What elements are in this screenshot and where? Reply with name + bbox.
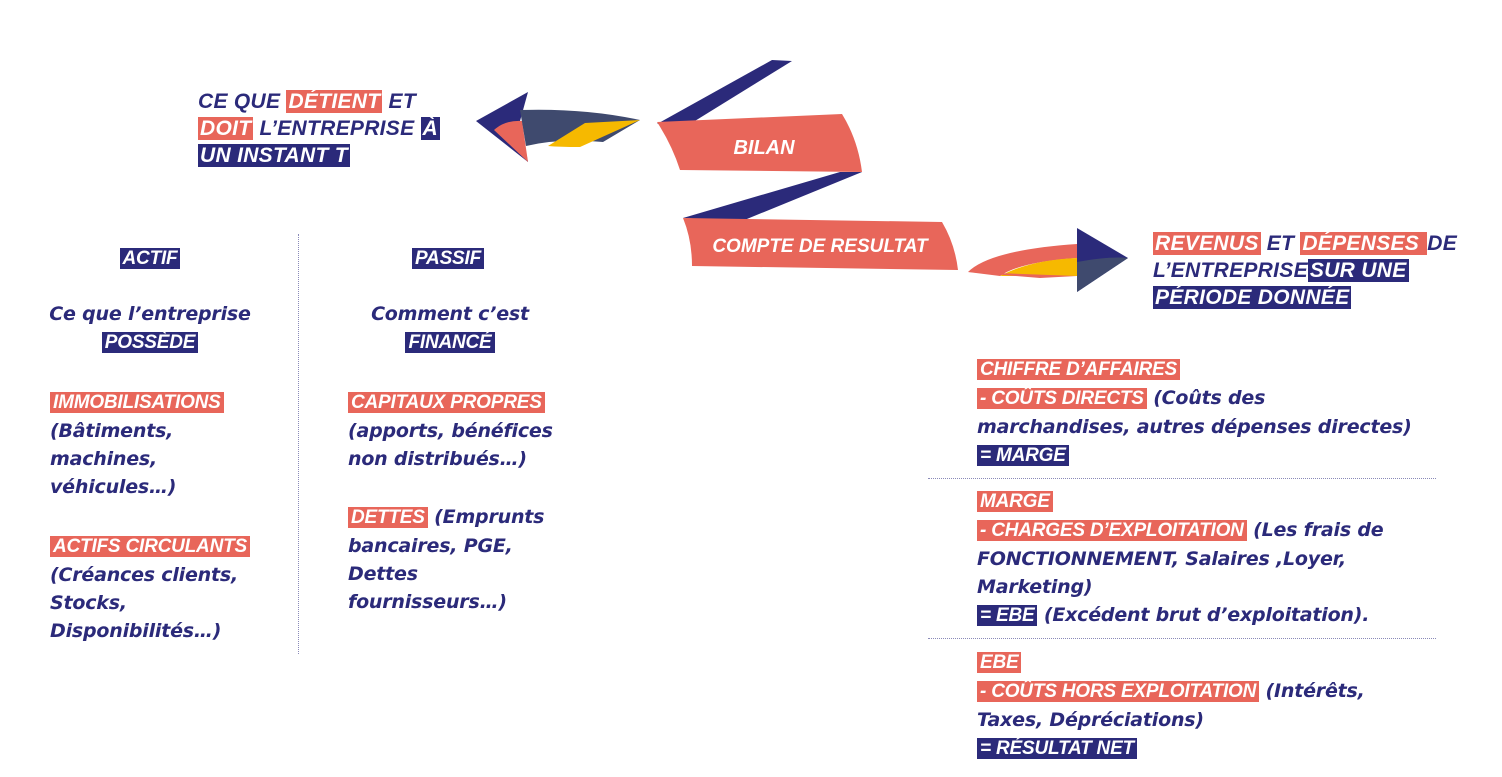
- caption-text: ET: [382, 90, 416, 113]
- charges-exploitation-label: - CHARGES D’EXPLOITATION: [977, 520, 1247, 541]
- block-resultat-net: EBE - COÛTS HORS EXPLOITATION (Intérêts,…: [977, 648, 1365, 763]
- highlight-a: À: [420, 117, 441, 140]
- detail-line: (apports, bénéfices: [348, 420, 553, 442]
- actif-description: Ce que l’entreprise POSSÈDE: [40, 300, 260, 357]
- immobilisations-block: IMMOBILISATIONS (Bâtiments, machines, vé…: [50, 388, 224, 501]
- detail-line: (Les frais de: [1246, 519, 1384, 541]
- caption-text: DE: [1427, 232, 1458, 255]
- dettes-label: DETTES: [348, 507, 428, 528]
- capitaux-block: CAPITAUX PROPRES (apports, bénéfices non…: [348, 388, 553, 473]
- highlight-depenses: DÉPENSES: [1300, 232, 1428, 255]
- detail-line: (Bâtiments,: [50, 420, 174, 442]
- highlight-possede: POSSÈDE: [101, 332, 199, 353]
- block-marge: CHIFFRE D’AFFAIRES - COÛTS DIRECTS (Coût…: [977, 355, 1412, 470]
- detail-line: véhicules…): [50, 476, 177, 498]
- result-ebe: = EBE: [977, 605, 1038, 626]
- detail-line: (Excédent brut d’exploitation).: [1037, 604, 1370, 626]
- passif-title: PASSIF: [398, 244, 498, 273]
- detail-line: (Coûts des: [1146, 387, 1266, 409]
- passif-title-label: PASSIF: [411, 248, 484, 269]
- detail-line: non distribués…): [348, 448, 527, 470]
- right-arrow-icon: [968, 228, 1128, 292]
- actif-desc-line: Ce que l’entreprise: [49, 303, 251, 325]
- highlight-revenus: REVENUS: [1153, 232, 1261, 255]
- left-arrow-icon: [476, 92, 640, 162]
- column-divider: [298, 234, 299, 654]
- detail-line: (Créances clients,: [50, 564, 239, 586]
- dettes-block: DETTES (Emprunts bancaires, PGE, Dettes …: [348, 503, 544, 616]
- couts-hors-exploitation-label: - COÛTS HORS EXPLOITATION: [977, 681, 1260, 702]
- highlight-sur-une: SUR UNE: [1307, 259, 1409, 282]
- compte-ribbon-label: COMPTE DE RESULTAT: [712, 236, 929, 257]
- passif-description: Comment c’est FINANCÉ: [340, 300, 560, 357]
- bilan-ribbon-label: BILAN: [733, 137, 795, 159]
- compte-caption: REVENUS ET DÉPENSES DE L’ENTREPRISESUR U…: [1153, 230, 1457, 311]
- detail-line: Stocks,: [50, 592, 127, 614]
- section-divider: [928, 478, 1436, 479]
- actifs-circulants-label: ACTIFS CIRCULANTS: [50, 536, 250, 557]
- detail-line: marchandises, autres dépenses directes): [977, 416, 1412, 438]
- detail-line: (Intérêts,: [1259, 680, 1365, 702]
- detail-line: Dettes: [348, 563, 418, 585]
- detail-line: Taxes, Dépréciations): [977, 709, 1204, 731]
- result-net: = RÉSULTAT NET: [977, 738, 1137, 759]
- caption-text: L’ENTREPRISE: [253, 117, 421, 140]
- actif-title: ACTIF: [110, 244, 190, 273]
- immobilisations-label: IMMOBILISATIONS: [50, 392, 224, 413]
- highlight-doit: DOIT: [198, 117, 254, 140]
- capitaux-label: CAPITAUX PROPRES: [348, 392, 545, 413]
- actifs-circulants-block: ACTIFS CIRCULANTS (Créances clients, Sto…: [50, 532, 250, 645]
- marge-label: MARGE: [977, 491, 1053, 512]
- bilan-caption: CE QUE DÉTIENT ET DOIT L’ENTREPRISE À UN…: [198, 88, 441, 169]
- highlight-finance: FINANCÉ: [405, 332, 495, 353]
- chiffre-affaires-label: CHIFFRE D’AFFAIRES: [977, 359, 1180, 380]
- highlight-instant: UN INSTANT T: [198, 144, 350, 167]
- detail-line: (Emprunts: [427, 506, 545, 528]
- result-marge: = MARGE: [977, 445, 1069, 466]
- actif-title-label: ACTIF: [119, 248, 181, 269]
- couts-directs-label: - COÛTS DIRECTS: [977, 388, 1147, 409]
- block-ebe: MARGE - CHARGES D’EXPLOITATION (Les frai…: [977, 487, 1384, 630]
- section-divider: [928, 638, 1436, 639]
- z-ribbon-icon: [657, 60, 958, 270]
- caption-text: CE QUE: [198, 90, 287, 113]
- detail-line: Marketing): [977, 576, 1093, 598]
- ebe-label: EBE: [977, 652, 1022, 673]
- detail-line: fournisseurs…): [348, 591, 507, 613]
- passif-desc-line: Comment c’est: [371, 303, 529, 325]
- detail-line: Disponibilités…): [50, 620, 222, 642]
- detail-line: bancaires, PGE,: [348, 535, 513, 557]
- highlight-detient: DÉTIENT: [286, 90, 383, 113]
- caption-text: ET: [1260, 232, 1301, 255]
- detail-line: machines,: [50, 448, 158, 470]
- highlight-periode: PÉRIODE DONNÉE: [1153, 286, 1352, 309]
- caption-text: L’ENTREPRISE: [1153, 259, 1308, 282]
- detail-line: FONCTIONNEMENT, Salaires ,Loyer,: [977, 548, 1347, 570]
